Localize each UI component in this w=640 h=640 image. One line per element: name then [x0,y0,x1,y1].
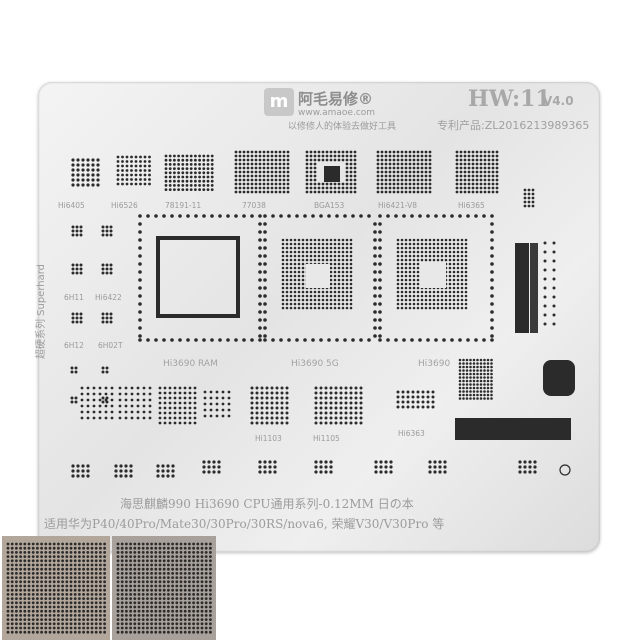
brand-slogan: 以修修人的体验去做好工具 [288,122,397,132]
tiny-pad-0 [70,366,78,374]
bottom-pad-1 [114,464,133,478]
connector-dots [543,241,556,326]
chip-hi6421 [376,150,432,194]
chip-hi6405 [71,158,100,187]
bottom-pad-5 [314,460,333,474]
bottom-pad-2 [156,464,175,478]
chip-label-6h12: 6H12 [64,341,84,350]
small-pad-2 [71,263,83,275]
chip-label-hi6365: Hi6365 [458,201,485,210]
bottom-pad-4 [258,460,277,474]
chip-label-hi6526: Hi6526 [111,201,138,210]
chip-label-6h02t: 6H02T [98,341,123,350]
chip-label-78191: 78191-11 [165,201,202,210]
chip-hi1105 [314,386,363,425]
tiny-pad-1 [101,366,109,374]
tiny-pad-2 [70,396,78,404]
chip-bga153-pad [324,166,340,182]
chip-label-hi1103: Hi1103 [255,434,282,443]
brand-logo-icon: m [264,88,294,116]
chip-label-hi6405: Hi6405 [58,201,85,210]
footer-line-1: 海思麒麟990 Hi3690 CPU通用系列-0.12MM 日の本 [120,497,414,511]
brand-url: www.amaoe.com [298,108,376,118]
chip-corner-block [543,360,575,396]
chip-label-77038: 77038 [242,201,266,210]
cpu-ring [378,214,494,342]
footer-line-2: 适用华为P40/40Pro/Mate30/30Pro/30RS/nova6, 荣… [44,517,445,531]
fiducial-mark [559,464,571,476]
model-number: HW:11 [468,86,551,112]
connector-column-2 [530,243,538,333]
chip-hi6363 [396,390,435,409]
small-pad-5 [101,312,113,324]
ram-ring [138,214,262,342]
chip-label-hi6422: Hi6422 [95,293,122,302]
patent-number: 专利产品:ZL2016213989365 [437,119,590,132]
small-pad-3 [101,263,113,275]
chip-label-hi3690-ram: Hi3690 RAM [163,359,218,369]
bottom-pad-3 [202,460,221,474]
chip-hi6363-r [458,358,493,400]
series-vertical-label: 超硬系列 Superhard [36,263,48,360]
brand-name: 阿毛易修® [298,90,374,108]
chip-5g-center [306,264,330,288]
small-pad-1 [101,225,113,237]
chip-mid-d [203,390,231,418]
chip-hi6526 [116,155,151,186]
bottom-pad-0 [71,464,90,478]
chip-mid-a [80,386,114,420]
chip-78191 [164,154,214,192]
chip-label-hi1105: Hi1105 [313,434,340,443]
chip-mid-b [118,386,152,420]
chip-77038 [234,150,290,194]
bottom-pad-6 [374,460,393,474]
chip-label-6h11: 6H11 [64,293,84,302]
chip-hi1103 [250,386,289,425]
inset-photo-1 [2,536,110,640]
chip-label-bga153: BGA153 [314,201,345,210]
small-pad-0 [71,225,83,237]
chip-cpu-center [420,262,446,288]
chip-hi6365 [455,150,499,194]
inset-1-balls [6,542,106,634]
chip-label-hi3690-5g: Hi3690 5G [291,359,339,369]
5g-ring [263,214,377,342]
inset-2-balls [116,542,212,634]
ram-frame [156,236,240,318]
bottom-pad-8 [518,460,537,474]
long-connector [455,418,571,440]
chip-mid-c [158,386,197,425]
chip-label-hi6363: Hi6363 [398,429,425,438]
bottom-pad-7 [428,460,447,474]
version-label: V4.0 [543,94,574,108]
small-pad-4 [71,312,83,324]
chip-hi6365-small [523,188,535,208]
chip-label-hi3690: Hi3690 [418,359,451,369]
connector-column-1 [515,243,529,333]
chip-bga153 [305,150,357,194]
chip-label-hi6421: Hi6421-V8 [378,201,417,210]
